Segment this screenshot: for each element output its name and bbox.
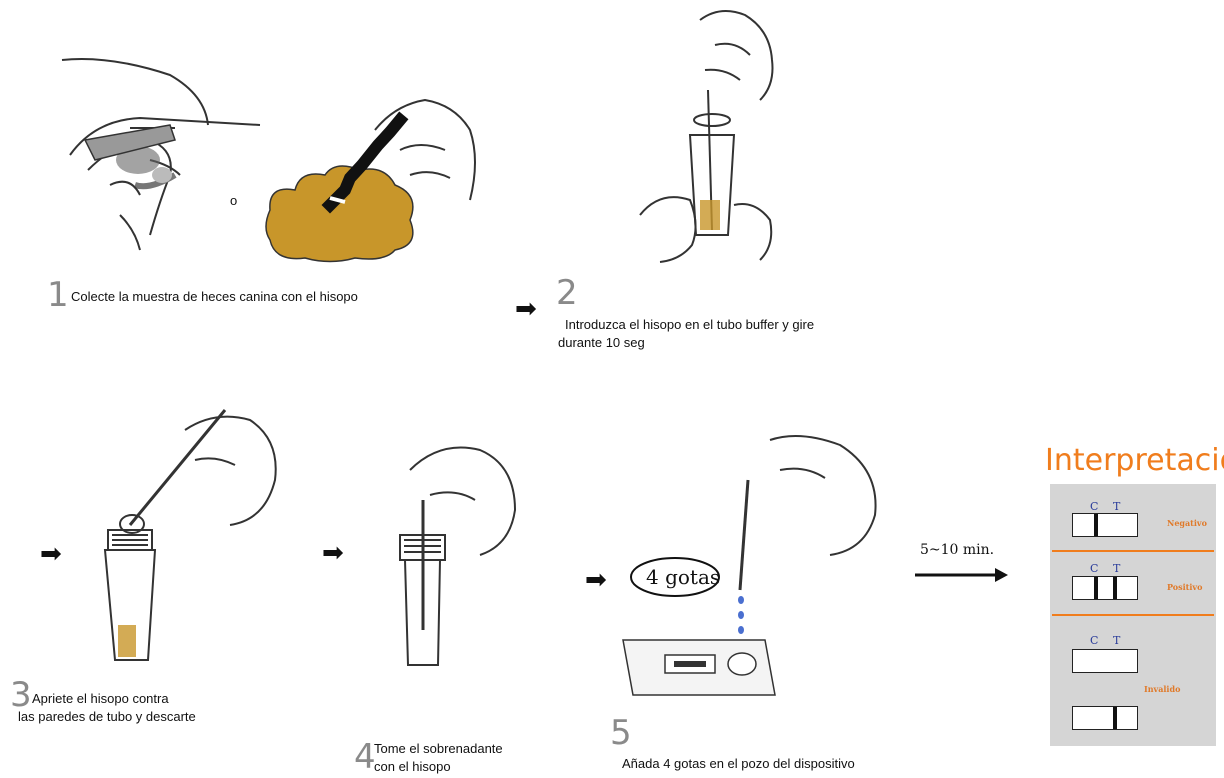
negative-strip — [1072, 513, 1138, 537]
invalid-strip-empty — [1072, 649, 1138, 673]
interpretation-panel: C T Negativo C T Positivo C T Invalido — [1050, 484, 1216, 746]
divider — [1052, 550, 1214, 552]
positive-strip — [1072, 576, 1138, 600]
divider — [1052, 614, 1214, 616]
line-t-label: T — [1113, 634, 1120, 647]
invalid-label: Invalido — [1144, 684, 1180, 694]
line-c-label: C — [1090, 500, 1098, 513]
positive-label: Positivo — [1167, 582, 1202, 592]
negative-label: Negativo — [1167, 518, 1207, 528]
line-c-label: C — [1090, 562, 1098, 575]
invalid-strip-test-only — [1072, 706, 1138, 730]
control-line — [1094, 577, 1098, 599]
line-t-label: T — [1113, 500, 1120, 513]
test-line — [1113, 707, 1117, 729]
interpretation-title: Interpretación — [1045, 443, 1224, 478]
control-line — [1094, 514, 1098, 536]
test-line — [1113, 577, 1117, 599]
line-c-label: C — [1090, 634, 1098, 647]
line-t-label: T — [1113, 562, 1120, 575]
arrow-head-icon — [995, 568, 1008, 582]
